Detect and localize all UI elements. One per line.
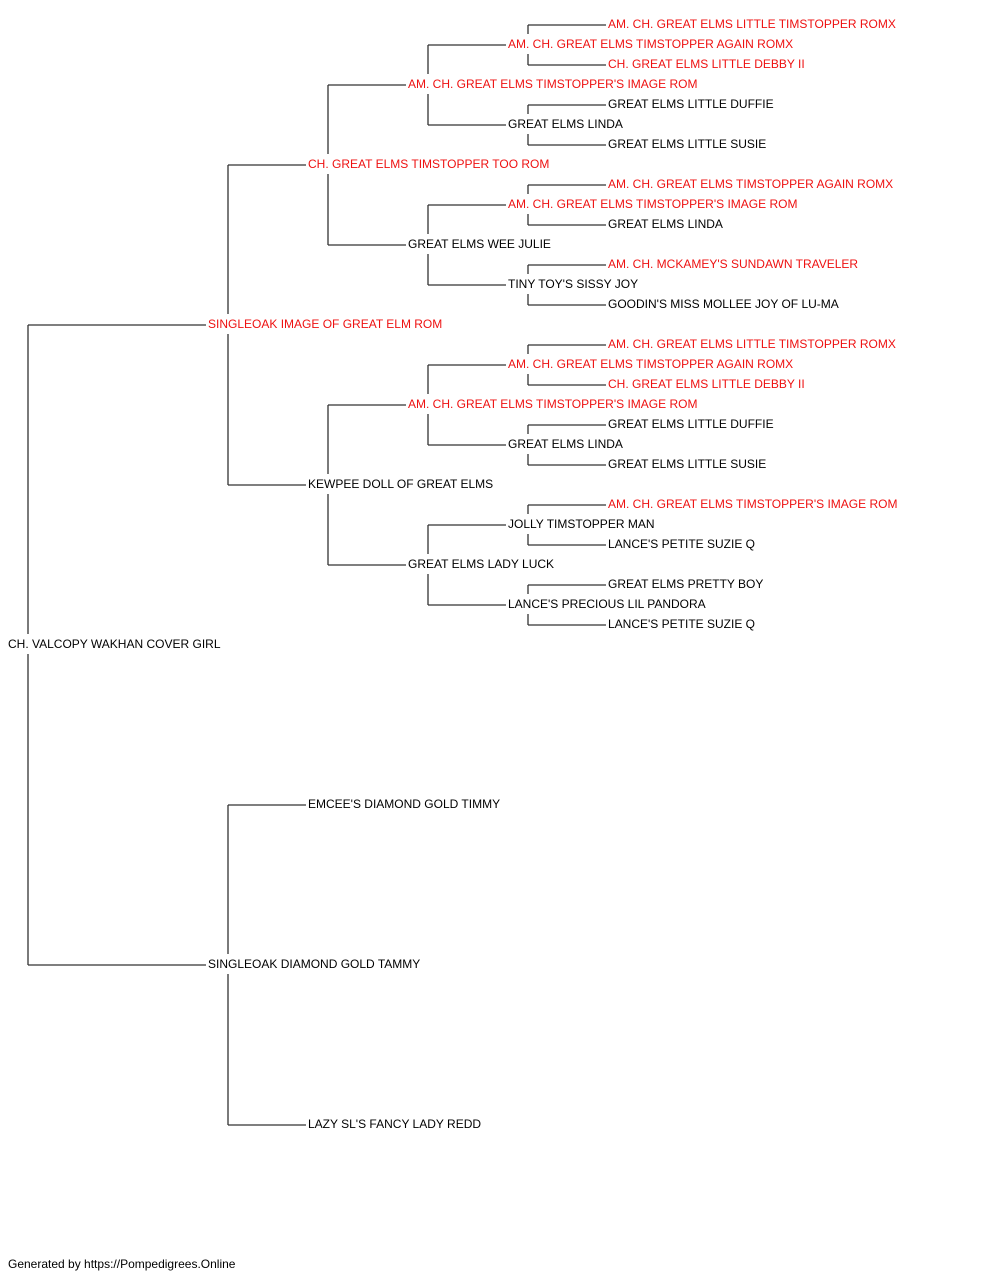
pedigree-entry: GREAT ELMS LINDA (608, 217, 723, 231)
pedigree-entry: AM. CH. GREAT ELMS TIMSTOPPER AGAIN ROMX (608, 177, 894, 191)
pedigree-entry: CH. GREAT ELMS LITTLE DEBBY II (608, 57, 805, 71)
pedigree-entry: AM. CH. MCKAMEY'S SUNDAWN TRAVELER (608, 257, 859, 271)
pedigree-entry: AM. CH. GREAT ELMS LITTLE TIMSTOPPER ROM… (608, 17, 896, 31)
pedigree-entry: EMCEE'S DIAMOND GOLD TIMMY (308, 797, 501, 811)
pedigree-entry: JOLLY TIMSTOPPER MAN (508, 517, 655, 531)
pedigree-entry: LAZY SL'S FANCY LADY REDD (308, 1117, 482, 1131)
pedigree-entry: CH. VALCOPY WAKHAN COVER GIRL (8, 637, 221, 651)
pedigree-entry: AM. CH. GREAT ELMS TIMSTOPPER AGAIN ROMX (508, 37, 794, 51)
pedigree-entry: TINY TOY'S SISSY JOY (508, 277, 639, 291)
pedigree-entry: SINGLEOAK IMAGE OF GREAT ELM ROM (208, 317, 443, 331)
pedigree-entry: GREAT ELMS LITTLE DUFFIE (608, 417, 774, 431)
pedigree-entry: AM. CH. GREAT ELMS TIMSTOPPER AGAIN ROMX (508, 357, 794, 371)
pedigree-entry: GREAT ELMS LINDA (508, 437, 623, 451)
pedigree-entry: GREAT ELMS LADY LUCK (408, 557, 555, 571)
pedigree-entry: LANCE'S PETITE SUZIE Q (608, 537, 755, 551)
pedigree-entry: CH. GREAT ELMS TIMSTOPPER TOO ROM (308, 157, 550, 171)
pedigree-entry: GREAT ELMS LITTLE SUSIE (608, 137, 767, 151)
pedigree-entry: KEWPEE DOLL OF GREAT ELMS (308, 477, 494, 491)
footer-credit: Generated by https://Pompedigrees.Online (8, 1257, 236, 1271)
pedigree-entry: GOODIN'S MISS MOLLEE JOY OF LU-MA (608, 297, 839, 311)
pedigree-entry: AM. CH. GREAT ELMS TIMSTOPPER'S IMAGE RO… (408, 397, 698, 411)
pedigree-entry: AM. CH. GREAT ELMS TIMSTOPPER'S IMAGE RO… (608, 497, 898, 511)
pedigree-entry: GREAT ELMS PRETTY BOY (608, 577, 764, 591)
pedigree-entry: GREAT ELMS WEE JULIE (408, 237, 551, 251)
pedigree-entry: CH. GREAT ELMS LITTLE DEBBY II (608, 377, 805, 391)
pedigree-entry: GREAT ELMS LITTLE DUFFIE (608, 97, 774, 111)
pedigree-entry: GREAT ELMS LITTLE SUSIE (608, 457, 767, 471)
pedigree-entry: LANCE'S PRECIOUS LIL PANDORA (508, 597, 706, 611)
pedigree-entry: GREAT ELMS LINDA (508, 117, 623, 131)
pedigree-entry: AM. CH. GREAT ELMS TIMSTOPPER'S IMAGE RO… (508, 197, 798, 211)
pedigree-entry: LANCE'S PETITE SUZIE Q (608, 617, 755, 631)
pedigree-entry: SINGLEOAK DIAMOND GOLD TAMMY (208, 957, 421, 971)
pedigree-entry: AM. CH. GREAT ELMS LITTLE TIMSTOPPER ROM… (608, 337, 896, 351)
pedigree-entry: AM. CH. GREAT ELMS TIMSTOPPER'S IMAGE RO… (408, 77, 698, 91)
